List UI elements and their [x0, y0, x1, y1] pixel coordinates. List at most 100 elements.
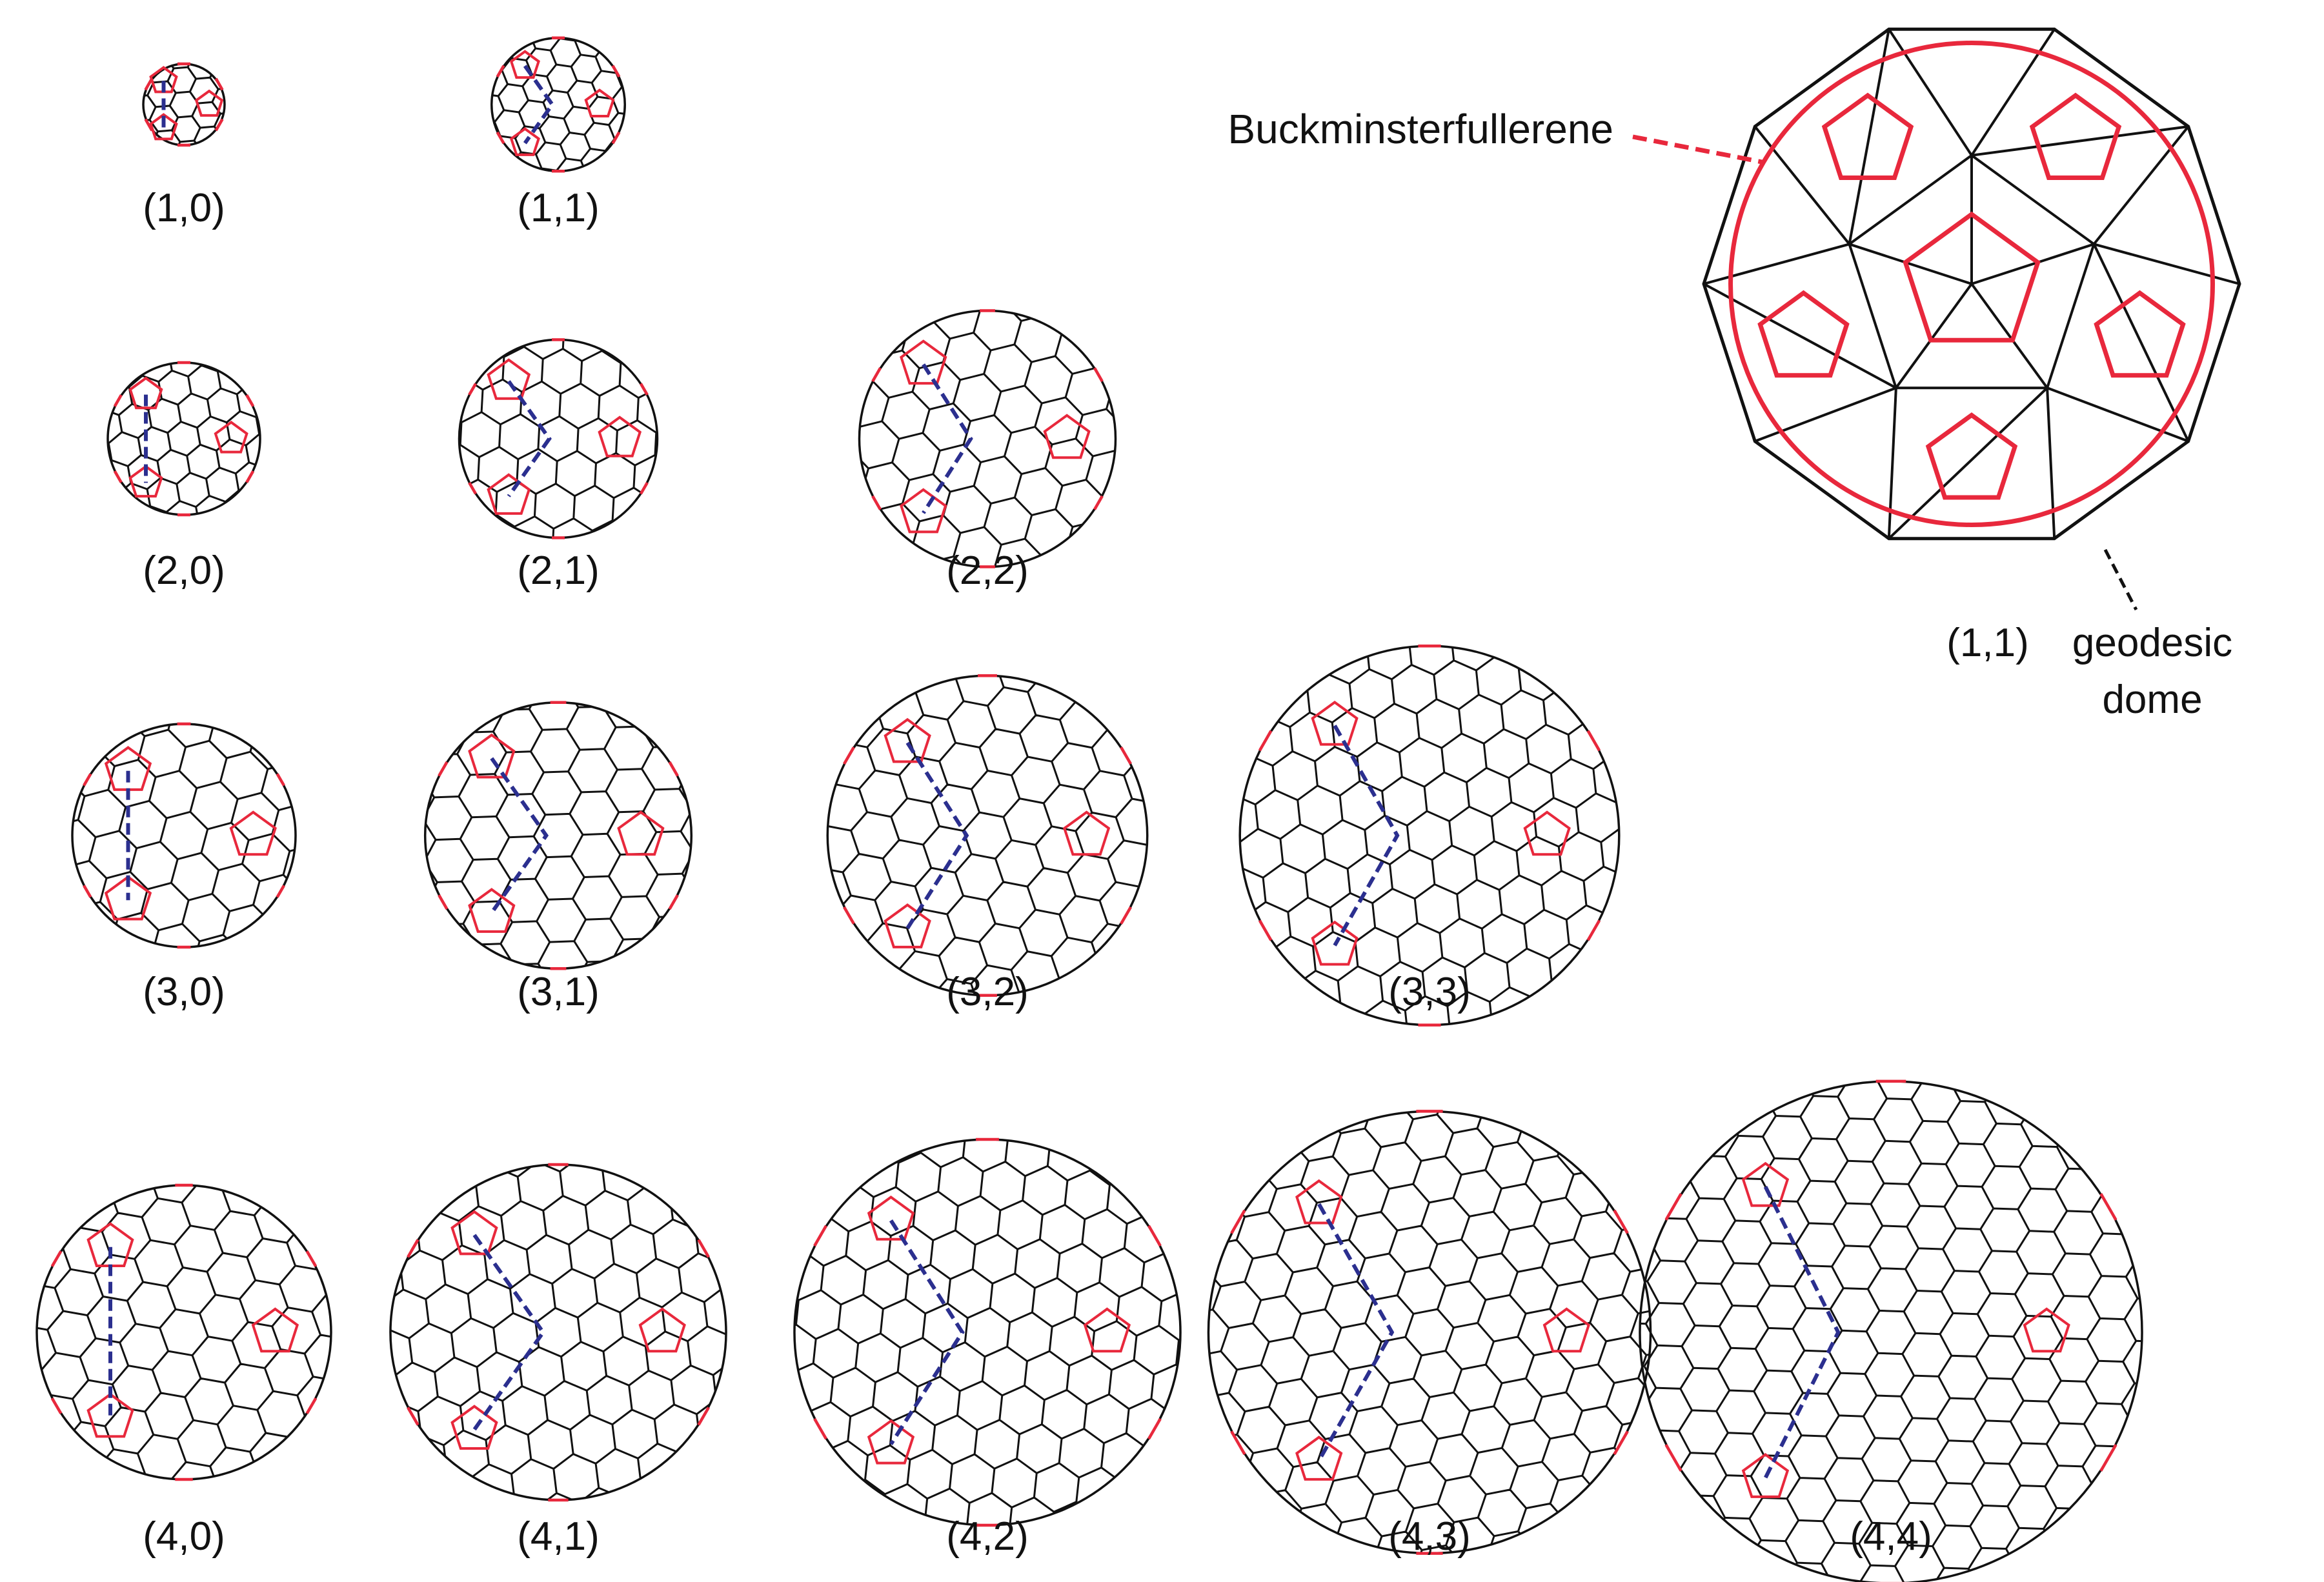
pentagon-icon [229, 810, 277, 856]
pentagon-icon [1295, 1436, 1343, 1481]
pentagon-icon [1083, 1307, 1131, 1353]
pentagon-icon [1311, 920, 1359, 966]
fullerene-4-1: (4,1) [389, 1163, 727, 1559]
rim-pentagon-fragment [697, 1407, 710, 1426]
fullerene-label: (3,2) [946, 970, 1028, 1014]
dome-pentagon [2094, 290, 2186, 378]
hexagon-lattice [425, 703, 692, 968]
hk-path [490, 757, 549, 914]
fullerene-outline [826, 674, 1149, 997]
inset-index-label: (1,1) [1946, 621, 2028, 665]
rim-pentagon-fragment [1120, 746, 1132, 765]
pentagon-icon [251, 1307, 299, 1353]
rim-pentagon-fragment [83, 885, 92, 898]
fullerene-label: (1,1) [517, 186, 599, 230]
fullerene-2-2: (2,2) [858, 309, 1117, 593]
rim-pentagon-fragment [438, 761, 449, 777]
pentagon-icon [1295, 1179, 1343, 1225]
rim-pentagon-fragment [1613, 1430, 1629, 1456]
fullerene-label: (3,0) [143, 970, 225, 1014]
pentagon-icon [128, 376, 163, 410]
pentagon-icon [450, 1210, 498, 1256]
rim-pentagon-fragment [1258, 730, 1273, 752]
fullerene-outline [423, 701, 693, 970]
pentagon-icon [638, 1307, 686, 1353]
rim-pentagon-fragment [113, 470, 123, 483]
fullerene-label: (3,1) [517, 970, 599, 1014]
rim-pentagon-fragment [438, 894, 449, 910]
hexagon-lattice [36, 1185, 332, 1480]
hexagon-lattice [1239, 646, 1620, 1025]
fullerene-label: (2,1) [517, 548, 599, 593]
pentagon-icon [867, 1419, 915, 1465]
rim-pentagon-fragment [1258, 919, 1273, 941]
fullerene-1-1: (1,1) [490, 36, 627, 230]
dome-pentagon [1821, 92, 1914, 180]
pentagon-icon [884, 903, 931, 948]
rim-pentagon-fragment [2099, 1193, 2117, 1221]
geodesic-label-line2: dome [2102, 677, 2202, 722]
pentagon-icon [1741, 1161, 1790, 1207]
fullerene-label: (2,2) [946, 548, 1028, 593]
rim-pentagon-fragment [1586, 730, 1601, 752]
fullerene-outline [458, 338, 659, 539]
pentagon-icon [900, 488, 947, 534]
pentagon-icon [617, 810, 665, 856]
dome-pentagon [1925, 412, 2018, 500]
hexagon-lattice [1640, 1081, 2142, 1582]
hk-path [1763, 1186, 1841, 1479]
dome-pentagon [1757, 290, 1850, 378]
fullerene-label: (4,2) [946, 1514, 1028, 1559]
pentagon-icon [104, 875, 152, 921]
fullerene-outline [793, 1138, 1182, 1527]
fullerene-outline [71, 723, 297, 948]
pentagon-icon [1062, 810, 1111, 856]
rim-pentagon-fragment [668, 761, 679, 777]
fullerene-3-1: (3,1) [423, 701, 693, 1014]
fullerene-outline [389, 1163, 727, 1501]
pentagon-icon [1523, 810, 1571, 856]
pentagon-icon [468, 733, 516, 779]
fullerene-label: (3,3) [1388, 970, 1470, 1014]
rim-pentagon-fragment [1664, 1193, 1682, 1221]
buckminsterfullerene-label: Buckminsterfullerene [1228, 106, 1613, 152]
dome-red-rim [1728, 41, 2215, 527]
geodesic-dome-inset: Buckminsterfullerene (1,1) geodesic dome [1228, 27, 2241, 722]
rim-pentagon-fragment [214, 118, 224, 132]
fullerene-outline [1238, 645, 1621, 1026]
rim-pentagon-fragment [843, 906, 855, 925]
pentagon-icon [487, 358, 531, 400]
pentagon-icon [487, 473, 531, 515]
rim-pentagon-fragment [245, 470, 255, 483]
pentagon-icon [1542, 1307, 1591, 1353]
rim-pentagon-fragment [2099, 1444, 2117, 1472]
rim-pentagon-fragment [276, 773, 285, 786]
fullerene-2-0: (2,0) [106, 361, 261, 593]
hexagon-lattice [859, 310, 1116, 567]
rim-pentagon-fragment [639, 383, 649, 396]
rim-pentagon-fragment [276, 885, 285, 898]
pentagon-icon [900, 339, 947, 385]
hexagon-lattice [390, 1164, 727, 1501]
pentagon-icon [1311, 701, 1359, 746]
fullerene-label: (4,3) [1388, 1514, 1470, 1559]
rim-pentagon-fragment [1586, 919, 1601, 941]
rim-pentagon-fragment [1230, 1430, 1246, 1456]
hexagon-lattice [1209, 1111, 1650, 1554]
fullerene-3-2: (3,2) [826, 674, 1149, 1014]
hk-path [523, 65, 555, 145]
fullerene-4-2: (4,2) [793, 1137, 1182, 1559]
fullerene-outline [106, 361, 261, 516]
rim-pentagon-fragment [245, 394, 255, 407]
rim-pentagon-fragment [50, 1250, 63, 1267]
rim-pentagon-fragment [305, 1397, 318, 1414]
rim-pentagon-fragment [113, 394, 123, 407]
pentagon-icon [1043, 414, 1091, 459]
pentagon-icon [509, 50, 540, 79]
rim-pentagon-fragment [697, 1239, 710, 1258]
pentagon-icon [1741, 1453, 1790, 1498]
rim-pentagon-fragment [1613, 1209, 1629, 1234]
pentagon-icon [584, 88, 615, 117]
rim-pentagon-fragment [144, 118, 154, 132]
rim-pentagon-fragment [305, 1250, 318, 1267]
